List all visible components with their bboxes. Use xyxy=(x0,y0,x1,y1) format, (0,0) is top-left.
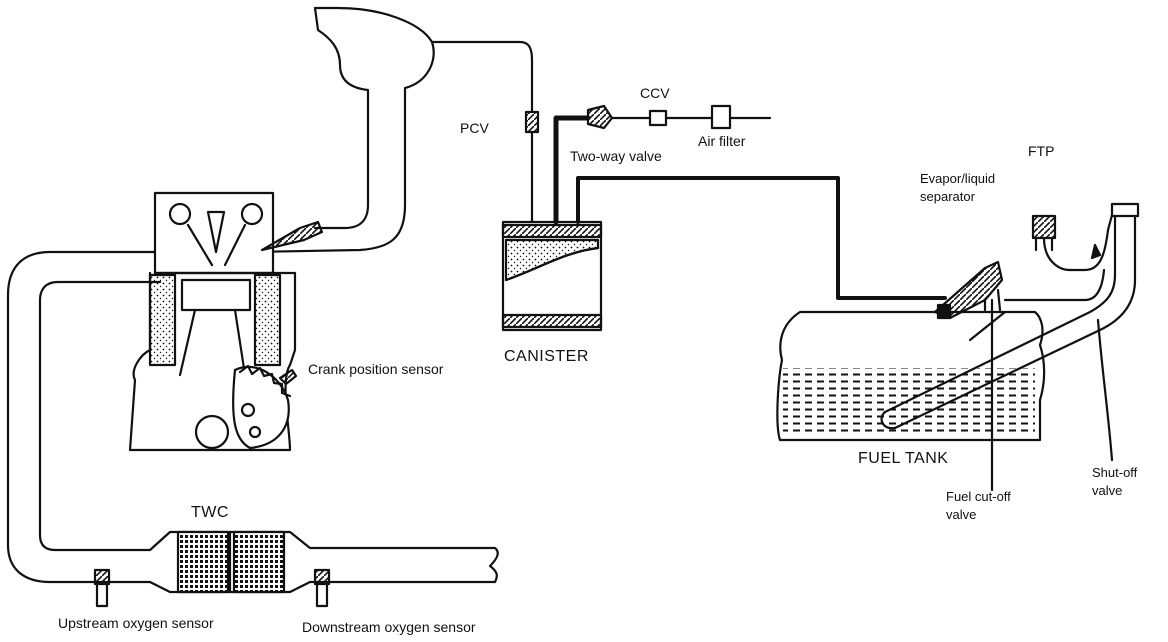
exhaust-pipe xyxy=(6,250,499,594)
label-fuel-cutoff-line2: valve xyxy=(946,507,977,522)
label-upstream-oxygen-sensor: Upstream oxygen sensor xyxy=(58,615,214,631)
shutoff-valve xyxy=(1096,318,1114,462)
label-ftp: FTP xyxy=(1028,143,1055,159)
label-evapor-line1: Evapor/liquid xyxy=(920,171,996,186)
engine xyxy=(128,191,324,452)
label-fuel-tank: FUEL TANK xyxy=(858,450,949,467)
ftp-sensor xyxy=(1003,213,1114,302)
fuel-cutoff-line xyxy=(968,298,1007,492)
label-ccv: CCV xyxy=(640,85,670,101)
label-pcv: PCV xyxy=(460,120,489,136)
label-twc: TWC xyxy=(191,504,229,521)
twc-converter xyxy=(176,530,286,594)
label-downstream-oxygen-sensor: Downstream oxygen sensor xyxy=(302,619,476,635)
label-canister: CANISTER xyxy=(504,348,589,365)
label-evapor-line2: separator xyxy=(920,189,975,204)
label-two-way-valve: Two-way valve xyxy=(570,148,662,164)
label-fuel-cutoff-line1: Fuel cut-off xyxy=(946,489,1011,504)
label-air-filter: Air filter xyxy=(698,133,746,149)
label-shutoff-line1: Shut-off xyxy=(1092,465,1138,480)
downstream-oxygen-sensor xyxy=(313,568,331,608)
canister-tank-line xyxy=(576,176,947,300)
canister xyxy=(501,220,603,332)
label-shutoff-line2: valve xyxy=(1092,483,1123,498)
intake-duct xyxy=(248,6,435,254)
pcv-line xyxy=(430,40,540,224)
label-crank-position-sensor: Crank position sensor xyxy=(308,361,444,377)
filler-neck xyxy=(880,202,1140,430)
ccv-line xyxy=(553,104,772,225)
upstream-oxygen-sensor xyxy=(93,568,111,608)
